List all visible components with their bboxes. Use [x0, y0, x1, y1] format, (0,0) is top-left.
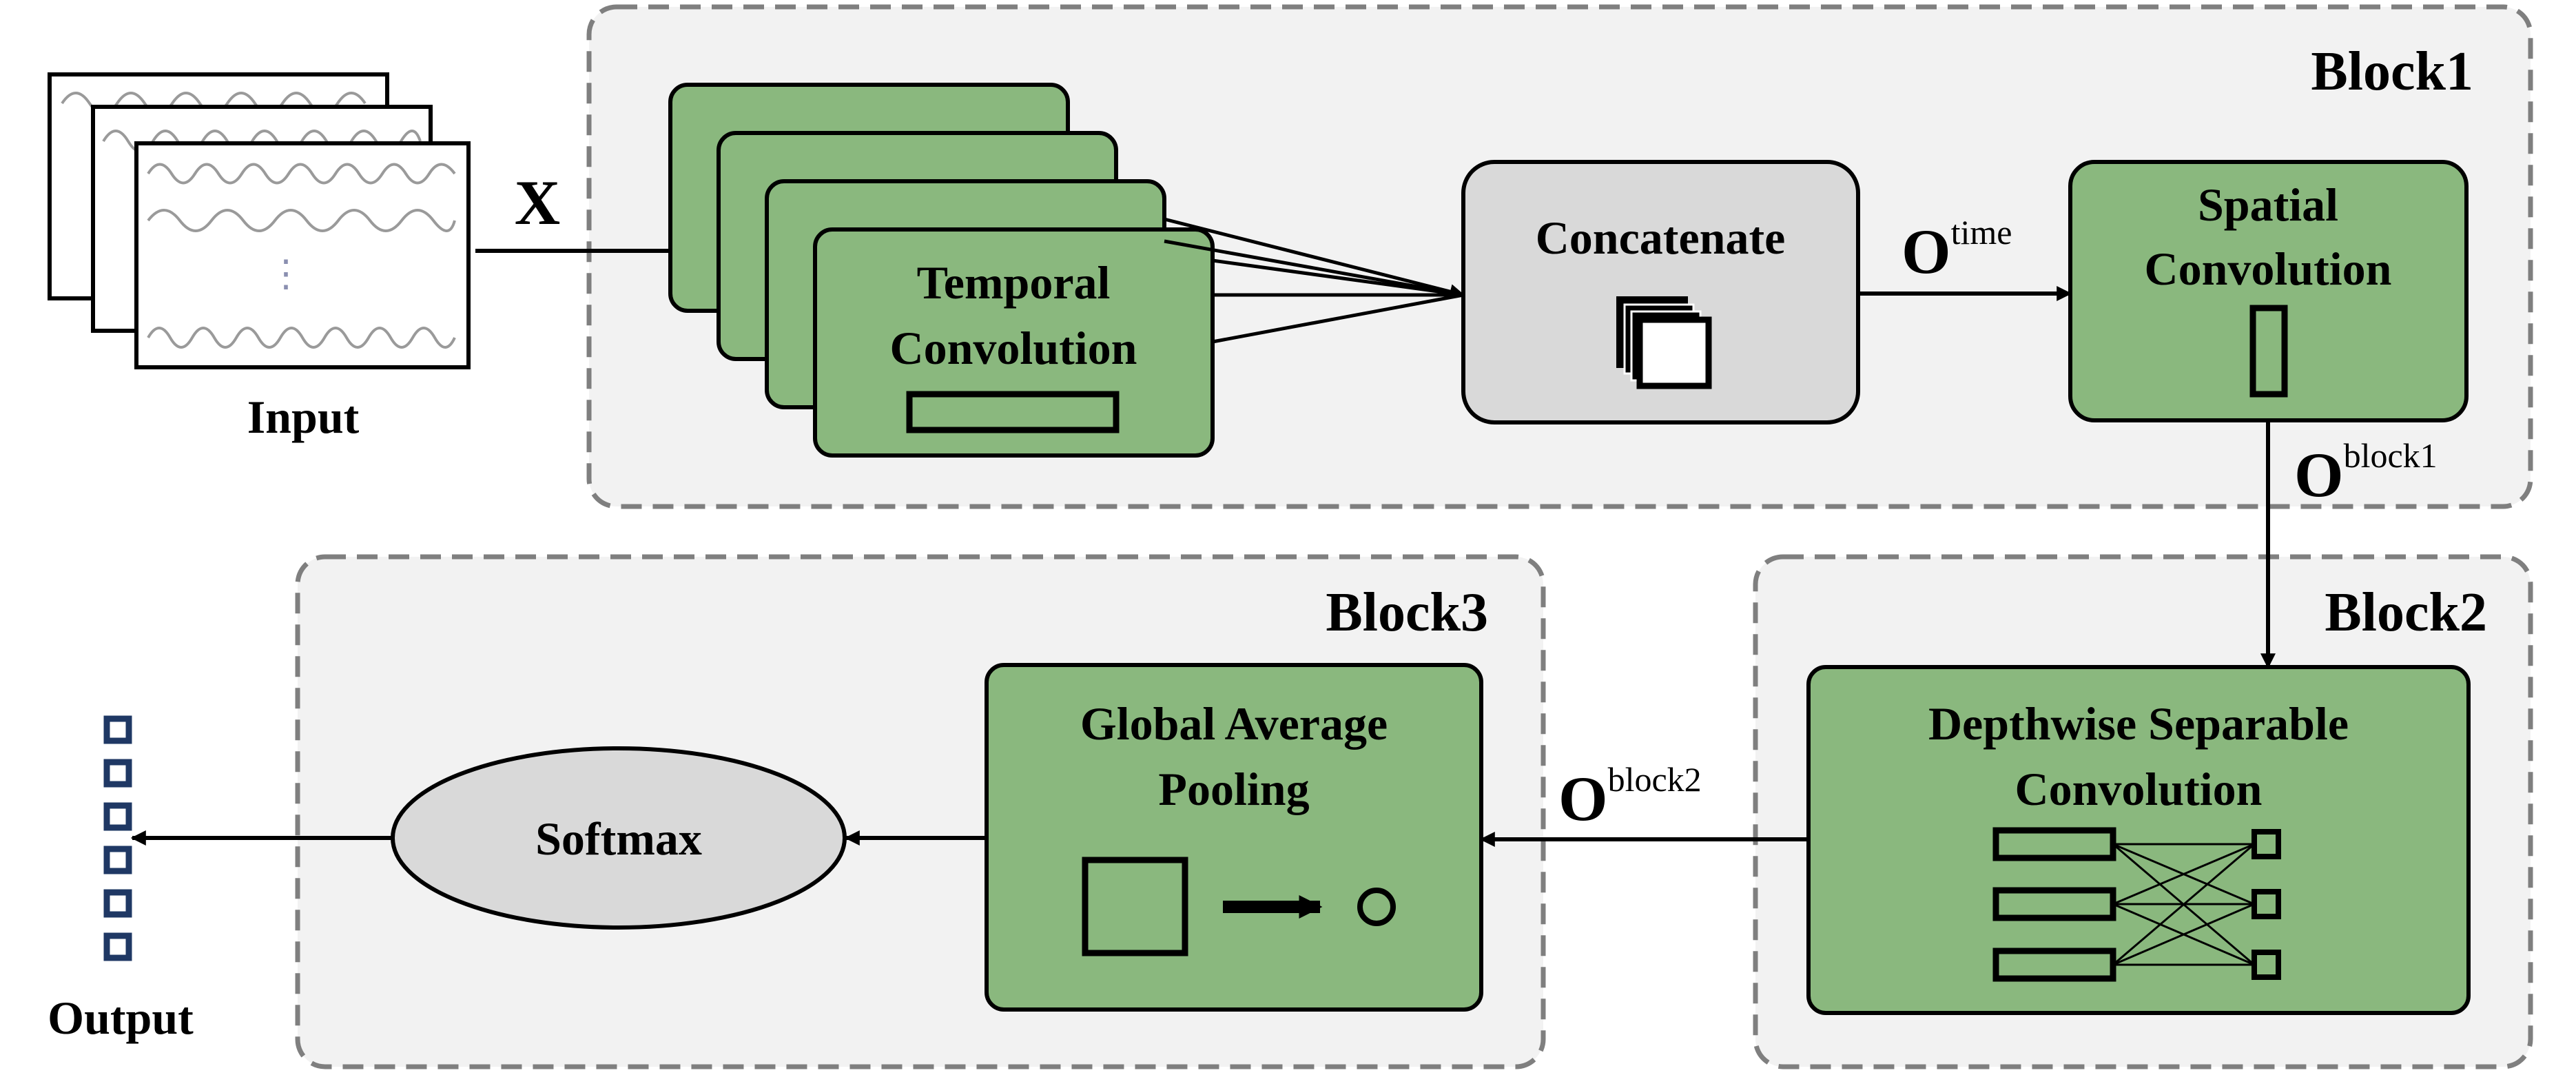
block2-title: Block2	[2325, 582, 2487, 643]
temporal-to-concat-arrows	[1164, 217, 1465, 344]
temporal-conv-label-2: Convolution	[890, 322, 1137, 374]
o-block2-label: Oblock2	[1558, 760, 1702, 834]
x-label: X	[515, 167, 560, 238]
temporal-conv-label-1: Temporal	[917, 256, 1111, 309]
output-units	[103, 715, 132, 961]
pooling-icon	[1082, 857, 1396, 956]
softmax-label: Softmax	[535, 812, 702, 865]
spatial-conv-label-2: Convolution	[2145, 243, 2392, 295]
o-block1-label: Oblock1	[2294, 436, 2438, 510]
input-signals: ⋮	[48, 72, 471, 369]
block1-title: Block1	[2311, 41, 2473, 102]
block3-title: Block3	[1326, 582, 1488, 643]
output-label: Output	[48, 992, 194, 1044]
depthwise-conv-label-1: Depthwise Separable	[1928, 697, 2349, 750]
input-label: Input	[247, 391, 360, 443]
spatial-kernel-icon	[2249, 305, 2288, 398]
depthwise-kernel-icon	[1992, 827, 2281, 982]
global-avg-pool-label-1: Global Average	[1080, 697, 1388, 750]
input-ellipsis: ⋮	[267, 253, 305, 294]
stacked-maps-icon	[1616, 296, 1712, 389]
concatenate-label: Concatenate	[1536, 212, 1786, 264]
global-avg-pool-label-2: Pooling	[1158, 763, 1309, 815]
spatial-conv-label-1: Spatial	[2198, 178, 2338, 231]
temporal-kernel-icon	[906, 391, 1120, 433]
depthwise-conv-label-2: Convolution	[2015, 763, 2263, 815]
o-time-label: Otime	[1902, 213, 2012, 287]
